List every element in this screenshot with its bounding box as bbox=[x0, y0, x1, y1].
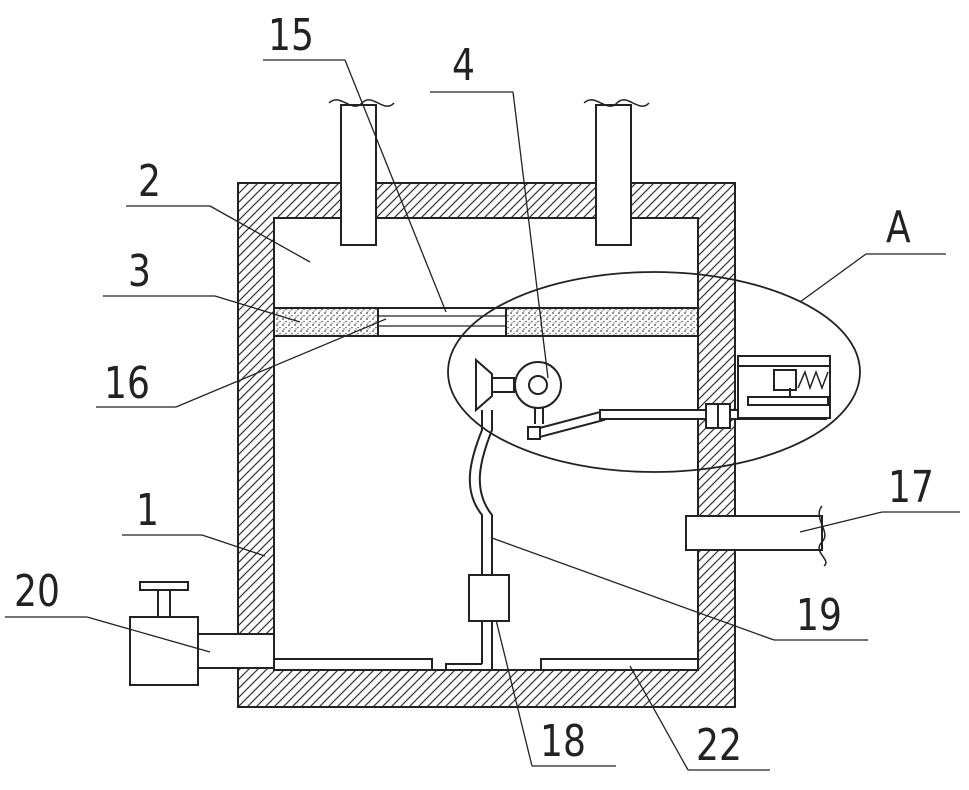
leader-line-a bbox=[800, 254, 866, 302]
label-4: 4 bbox=[452, 44, 475, 88]
label-18: 18 bbox=[540, 720, 586, 764]
label-1: 1 bbox=[136, 489, 159, 533]
label-2: 2 bbox=[138, 160, 161, 204]
arm-joint bbox=[528, 427, 540, 439]
filter-layer-left bbox=[274, 308, 378, 336]
outlet-pipe-17 bbox=[686, 516, 822, 550]
label-22: 22 bbox=[696, 724, 742, 768]
drain-pipe-20 bbox=[198, 634, 274, 668]
inlet-pipe-left bbox=[341, 105, 376, 245]
mechanism-top bbox=[738, 356, 830, 366]
label-a: A bbox=[886, 206, 911, 250]
filter-layer-right bbox=[506, 308, 698, 336]
pump-18 bbox=[469, 575, 509, 621]
valve-body bbox=[130, 617, 198, 685]
valve-stem bbox=[158, 590, 170, 617]
label-19: 19 bbox=[796, 594, 842, 638]
label-17: 17 bbox=[888, 466, 934, 510]
motor-outer bbox=[515, 362, 561, 408]
label-15: 15 bbox=[268, 14, 314, 58]
bottom-plate-right bbox=[541, 659, 698, 670]
label-20: 20 bbox=[14, 570, 60, 614]
label-16: 16 bbox=[104, 362, 150, 406]
valve-handle bbox=[140, 582, 188, 590]
nozzle-neck bbox=[492, 378, 514, 392]
mechanism-block bbox=[774, 370, 796, 390]
spray-nozzle bbox=[476, 360, 492, 410]
inlet-pipe-right bbox=[596, 105, 631, 245]
hose bbox=[470, 410, 482, 575]
bottom-plate-left bbox=[274, 659, 432, 670]
label-3: 3 bbox=[128, 250, 151, 294]
mechanism-base bbox=[748, 397, 828, 405]
